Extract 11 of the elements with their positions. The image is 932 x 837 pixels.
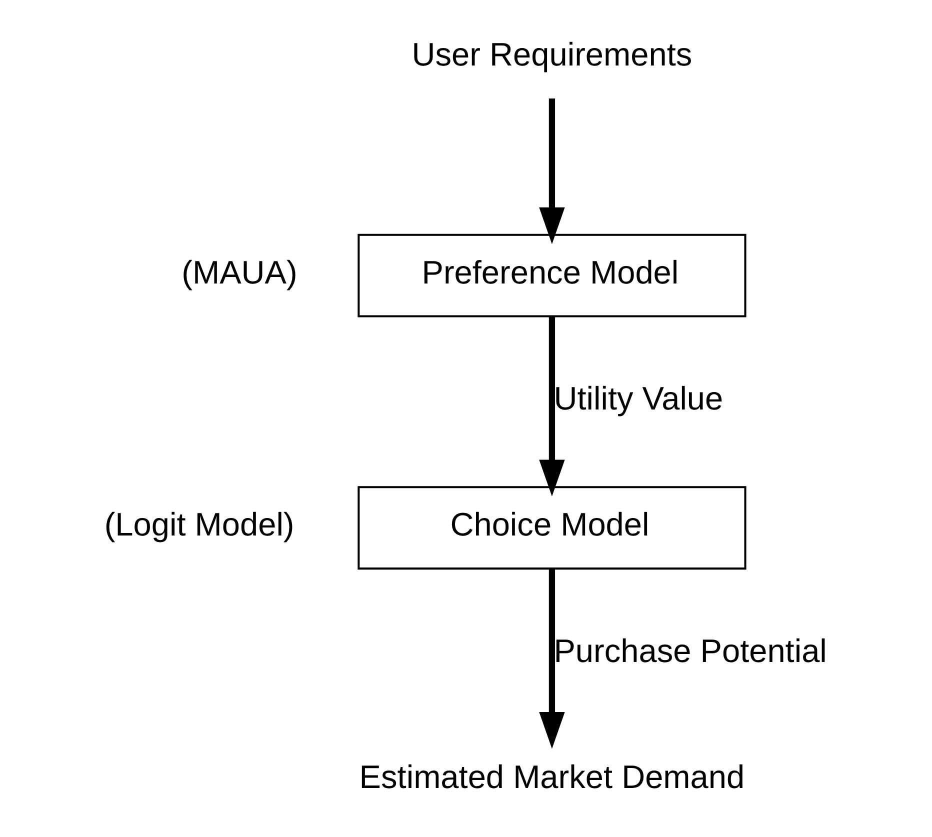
node-box: Preference Model — [358, 233, 746, 317]
arrow — [539, 568, 565, 748]
node-label: (Logit Model) — [104, 506, 294, 542]
node-box: Choice Model — [358, 486, 746, 570]
node-text: Estimated Market Demand — [359, 758, 745, 794]
node-text: User Requirements — [412, 36, 692, 72]
node-label: (MAUA) — [182, 254, 298, 290]
arrow — [539, 316, 565, 496]
edge-label: Purchase Potential — [554, 632, 827, 668]
edge-label: Utility Value — [554, 380, 724, 416]
arrow — [539, 98, 565, 244]
